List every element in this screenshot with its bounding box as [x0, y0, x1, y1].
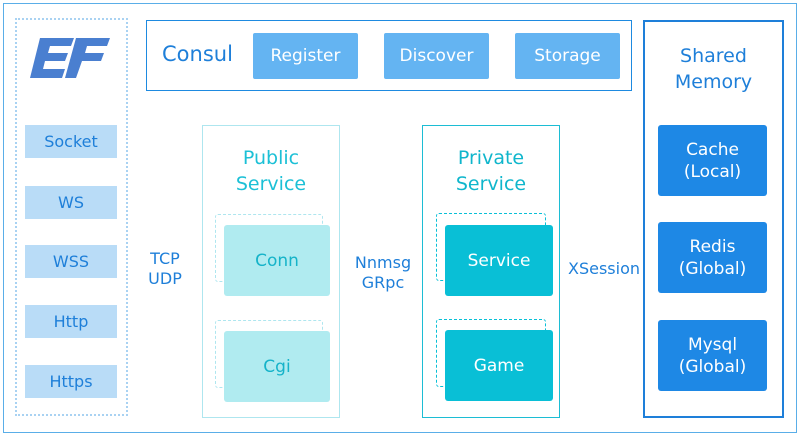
public-title-line2: Service	[235, 173, 307, 195]
protocol-http[interactable]: Http	[25, 305, 117, 338]
redis-node[interactable]: Redis (Global)	[658, 222, 767, 293]
private-title-line2: Service	[455, 173, 527, 195]
xsession-label: XSession	[567, 259, 640, 278]
discover-button[interactable]: Discover	[384, 33, 489, 79]
protocol-socket[interactable]: Socket	[25, 125, 117, 158]
cache-scope: (Local)	[683, 161, 742, 182]
public-title-line1: Public	[242, 147, 300, 169]
protocol-wss[interactable]: WSS	[25, 245, 117, 278]
private-title-line1: Private	[457, 147, 525, 169]
service-node[interactable]: Service	[445, 225, 553, 296]
diagram-frame	[3, 3, 797, 433]
protocol-ws[interactable]: WS	[25, 186, 117, 219]
shared-memory-title: Shared Memory	[643, 43, 784, 95]
tcp-label: TCP	[150, 249, 180, 268]
transport-label: TCP UDP	[140, 249, 190, 289]
game-node[interactable]: Game	[445, 330, 553, 401]
register-button[interactable]: Register	[253, 33, 358, 79]
public-service-title: Public Service	[202, 145, 340, 197]
protocol-panel	[15, 18, 128, 416]
redis-label: Redis	[689, 236, 736, 257]
mysql-label: Mysql	[687, 334, 738, 355]
conn-node[interactable]: Conn	[224, 225, 330, 296]
rpc-label: Nnmsg GRpc	[348, 253, 418, 293]
mysql-scope: (Global)	[678, 356, 747, 377]
private-service-title: Private Service	[422, 145, 560, 197]
consul-title: Consul	[162, 42, 233, 66]
redis-scope: (Global)	[678, 258, 747, 279]
storage-button[interactable]: Storage	[515, 33, 620, 79]
cache-node[interactable]: Cache (Local)	[658, 125, 767, 196]
nnmsg-label: Nnmsg	[354, 253, 412, 272]
mysql-node[interactable]: Mysql (Global)	[658, 320, 767, 391]
cache-label: Cache	[686, 139, 739, 160]
shared-title-line2: Memory	[674, 71, 753, 93]
ef-logo-icon	[30, 38, 110, 78]
consul-panel	[146, 20, 632, 91]
protocol-https[interactable]: Https	[25, 365, 117, 398]
grpc-label: GRpc	[361, 273, 405, 292]
public-service-panel	[202, 125, 340, 418]
shared-memory-panel	[643, 20, 784, 418]
shared-title-line1: Shared	[680, 45, 747, 67]
private-service-panel	[422, 125, 560, 418]
cgi-node[interactable]: Cgi	[224, 331, 330, 402]
udp-label: UDP	[148, 269, 182, 288]
